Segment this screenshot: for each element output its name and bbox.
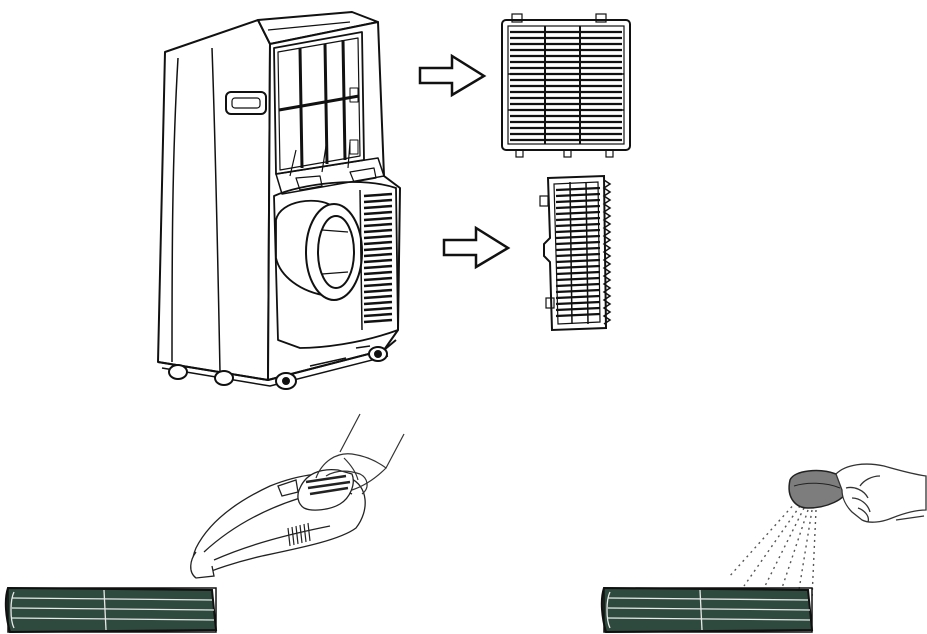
lower-filter-grille bbox=[539, 174, 612, 332]
air-conditioner-unit bbox=[157, 11, 401, 390]
handheld-vacuum bbox=[190, 468, 366, 579]
arrow-right-icon bbox=[442, 225, 511, 270]
upper-filter-grille bbox=[501, 13, 631, 158]
filter-strip bbox=[600, 586, 814, 634]
arrow-right-icon bbox=[418, 53, 487, 98]
hand bbox=[315, 413, 405, 495]
air-conditioner-louvres bbox=[363, 192, 393, 324]
spray-nozzle bbox=[788, 469, 849, 509]
filter-strip bbox=[4, 586, 218, 634]
water-spray bbox=[727, 501, 817, 599]
hand bbox=[835, 463, 927, 523]
